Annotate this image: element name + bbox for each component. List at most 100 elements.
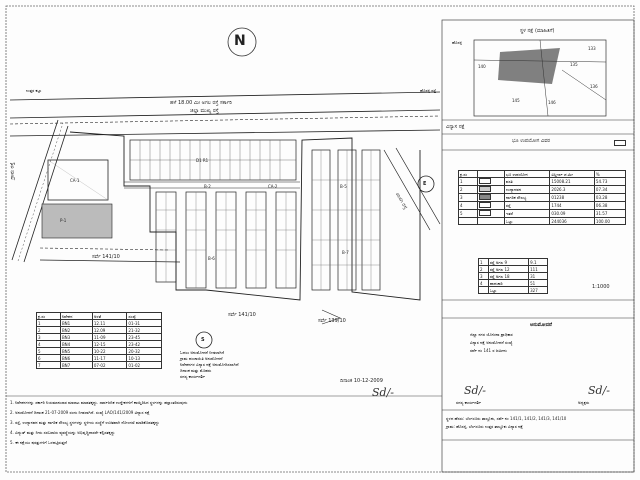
note-line: 2. ಅನುಮೋದನೆ ದಿನಾಂಕ 21-07-2009 ರಂದು ನೀಡಲಾ…	[10, 410, 150, 415]
table-cell: 54.73	[593, 177, 627, 186]
table-cell: 12.09	[91, 326, 128, 334]
plot-label: B-7	[342, 250, 349, 255]
table-cell: 10-13	[126, 354, 162, 362]
table-header-cell: ವಿಸ್ತೀರ್ಣ ಚ.ಮೀ	[549, 170, 595, 178]
approval-line: ವಿನ್ಯಾಸ ನಕ್ಷೆ ಅನುಮೋದನೆ ಸಂಖ್ಯೆ	[470, 340, 513, 345]
rotated-text-1: ಉತ್ತರ ಕಟ್ಟು	[26, 88, 42, 93]
table-cell: 12.11	[91, 319, 128, 327]
table-cell: BN4	[59, 340, 93, 348]
mid-note: ಓದಲು ಅನುಮೋದನೆ ನೀಡಲಾಗಿದೆ	[180, 350, 225, 355]
table-header-row: ಕ್ರ.ಸಂ ನಿವೇಶನ ಅಳತೆ ಸಂಖ್ಯೆ	[36, 312, 162, 320]
table-cell: 111	[528, 265, 548, 273]
legend-swatch-cell	[476, 201, 505, 210]
table-cell: 4	[36, 340, 61, 348]
table-header-cell: ನಿವೇಶನ	[59, 312, 93, 320]
table-cell: 01238	[549, 193, 595, 202]
table-cell: 01-31	[126, 319, 162, 327]
table-cell: 1744	[549, 201, 595, 210]
table-header-row: ಕ್ರ.ಸಂ ಭೂ ಉಪಯೋಗ ವಿಸ್ತೀರ್ಣ ಚ.ಮೀ %	[458, 170, 627, 178]
keyplan-label: ಹೊಸಳ್ಳಿ	[452, 40, 463, 45]
table-cell: ಉದ್ಯಾನವನ	[503, 185, 551, 194]
table-cell: 6	[36, 354, 61, 362]
table-header-cell: %	[593, 170, 627, 178]
table-cell: 5	[36, 347, 61, 355]
survey-label-2: ಸರ್ವೆ 141/10	[228, 312, 256, 318]
table-cell: 3	[458, 193, 478, 202]
table-cell: 9.1	[528, 258, 548, 266]
footer-line: ಗ್ರಾಮ: ಹೊಸಳ್ಳಿ, ಬೆಂಗಳೂರು ಉತ್ತರ ತಾಲ್ಲೂಕು …	[446, 424, 523, 429]
table-cell: ಒಟ್ಟು	[487, 286, 530, 294]
note-line: 5. ಈ ನಕ್ಷೆಯು ಷರತ್ತುಗಳಿಗೆ ಒಳಪಟ್ಟಿರುತ್ತದೆ	[10, 440, 67, 445]
rotated-text-2: ಹೊಸಳ್ಳಿ ರಸ್ತೆ	[420, 88, 437, 93]
road-label-top-1: ಹಳೆ 18.00 ಮೀ ಅಗಲ ರಸ್ತೆ ಸರ್ಕಾರಿ	[170, 100, 232, 106]
table-cell: 327	[528, 286, 548, 294]
table-header-cell	[476, 170, 505, 178]
note-line: 3. ರಸ್ತೆ, ಉದ್ಯಾನವನ ಮತ್ತು ನಾಗರಿಕ ಸೌಲಭ್ಯ ಸ…	[10, 420, 160, 425]
plot-label: B-2	[204, 184, 211, 189]
table-cell: BN7	[59, 361, 93, 369]
table-cell: 01-02	[126, 361, 162, 369]
legend-swatch-cell	[476, 185, 505, 194]
signature-caption: ಸದಸ್ಯ ಕಾರ್ಯದರ್ಶಿ	[456, 400, 482, 405]
legend-swatch	[614, 140, 626, 146]
table-cell: 2	[458, 185, 478, 194]
land-use-title: ಭೂ ಉಪಯೋಗ ವಿವರ	[512, 138, 551, 144]
table-cell: 11-17	[91, 354, 128, 362]
table-cell: 1	[458, 177, 478, 186]
table-total-row: ಒಟ್ಟು327	[478, 286, 548, 294]
approval-line: ಜಿಲ್ಲಾ ನಗರ ಯೋಜನಾ ಪ್ರಾಧಿಕಾರ	[470, 332, 513, 337]
plot-label: B-5	[340, 184, 347, 189]
legend-swatch-cell	[476, 209, 505, 218]
table-cell: 03.28	[593, 193, 627, 202]
keyplan-title: ಸ್ಥಳ ನಕ್ಷೆ (ಮಾಹಿತಿಗೆ)	[520, 28, 555, 34]
table-cell: 51	[528, 279, 548, 287]
table-cell: ಪಾದಚಾರಿ	[487, 279, 530, 287]
table-cell: BN1	[59, 319, 93, 327]
plot-label: CA-1	[70, 178, 80, 183]
table-cell: 100.00	[593, 217, 627, 225]
survey-label-3: ಸರ್ವೆ 139/10	[318, 318, 346, 324]
table-cell: 23-42	[126, 340, 162, 348]
plot-label: B-6	[208, 256, 215, 261]
table-cell	[478, 286, 489, 294]
table-cell: ಇತರೆ	[503, 209, 551, 218]
table-cell: 31	[528, 272, 548, 280]
table-cell: 11-09	[91, 333, 128, 341]
mid-note: ದಿನಾಂಕ ಮತ್ತು ಮೊಹರು	[180, 368, 212, 373]
table-cell: 06.38	[593, 201, 627, 210]
signature: Sd/-	[464, 384, 486, 397]
table-cell: 3	[36, 333, 61, 341]
table-cell	[476, 217, 505, 225]
table-header-cell: ಭೂ ಉಪಯೋಗ	[503, 170, 551, 178]
table-cell: BN3	[59, 333, 93, 341]
keyplan-label: 135	[570, 62, 578, 67]
table-cell: ಒಟ್ಟು	[503, 217, 551, 225]
table-cell: BN5	[59, 347, 93, 355]
plot-label: D1 R1	[196, 158, 209, 163]
table-cell: 20-32	[126, 347, 162, 355]
table-cell: ರಸ್ತೆ ಅಗಲ 18	[487, 272, 530, 280]
park-area	[41, 203, 113, 239]
table-cell	[458, 217, 478, 225]
keyplan-site	[498, 48, 560, 84]
table-cell: ರಸ್ತೆ ಅಗಲ 12	[487, 265, 530, 273]
road-label-top-2: ಜಿಲ್ಲಾ ಮುಖ್ಯ ರಸ್ತೆ	[190, 108, 219, 114]
table-header-cell: ಅಳತೆ	[91, 312, 128, 320]
legend-swatch-cell	[476, 193, 505, 202]
table-cell: 244036	[549, 217, 595, 225]
signature: Sd/-	[372, 386, 394, 399]
survey-label-1: ಸರ್ವೆ 141/10	[92, 254, 120, 260]
signature: Sd/-	[588, 384, 610, 397]
